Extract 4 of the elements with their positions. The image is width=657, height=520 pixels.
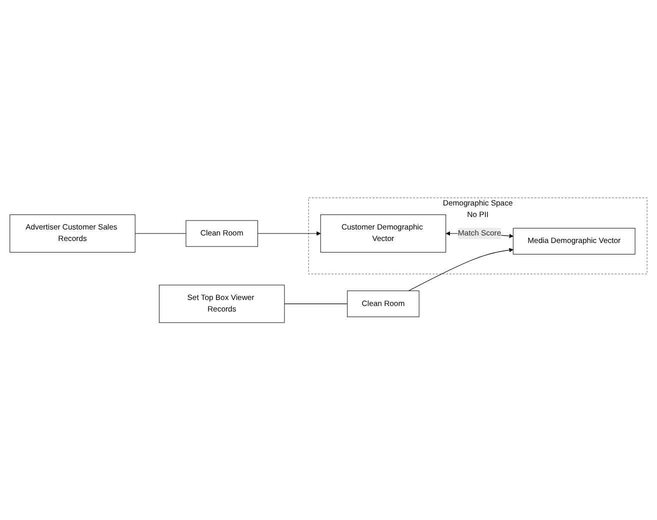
arrow [408,248,514,291]
connector [284,303,348,304]
arrow [257,231,321,236]
connector [134,232,186,234]
